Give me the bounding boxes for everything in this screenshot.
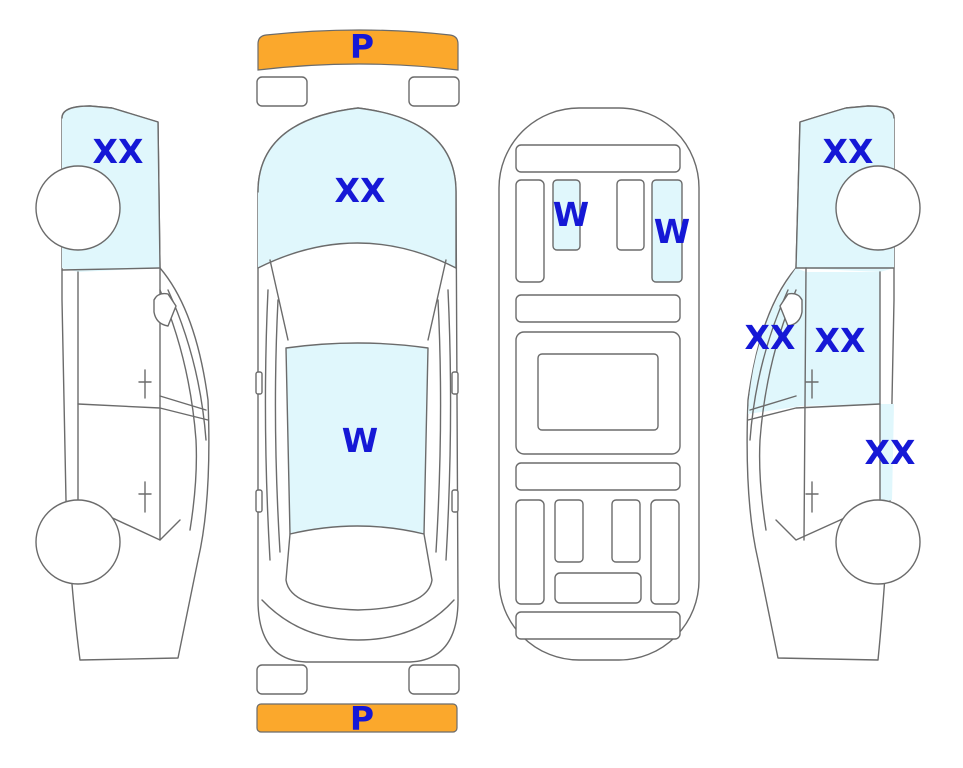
rear-left-corner[interactable] — [256, 664, 308, 695]
front-bumper-label: P — [350, 27, 374, 66]
front-left-corner[interactable] — [256, 76, 308, 107]
roof-label: W — [342, 421, 378, 460]
hood-label: XX — [335, 171, 386, 210]
front-bumper[interactable] — [257, 29, 459, 71]
rear-bumper-group: P — [256, 699, 458, 738]
roof-panel[interactable] — [286, 343, 428, 534]
floor-front-right-panel[interactable] — [652, 180, 682, 282]
right-front-door-panel[interactable] — [802, 272, 880, 406]
hood-panel[interactable] — [258, 108, 456, 268]
right-front-fender-label: XX — [823, 132, 874, 171]
right-rear-quarter-panel[interactable] — [880, 404, 894, 502]
car-right-side-view: XX XX XX XX — [745, 105, 921, 661]
left-front-fender-label: XX — [93, 132, 144, 171]
right-rear-quarter-label: XX — [865, 433, 916, 472]
front-bumper-group: P — [257, 27, 459, 71]
floor-front-right-label: W — [654, 212, 690, 251]
left-rear-wheel[interactable] — [35, 499, 121, 585]
right-front-door-edge-label: XX — [745, 318, 796, 357]
floor-front-left-label: W — [553, 195, 589, 234]
front-right-corner[interactable] — [408, 76, 460, 107]
car-top-view: XX W — [255, 107, 459, 663]
right-front-door-label: XX — [815, 321, 866, 360]
car-floor-view: W W — [498, 107, 700, 661]
rear-bumper-label: P — [350, 699, 374, 738]
car-left-side-view: XX — [35, 105, 210, 661]
left-front-wheel[interactable] — [35, 165, 121, 251]
floor-front-left-panel[interactable] — [553, 180, 580, 250]
rear-bumper[interactable] — [256, 703, 458, 733]
right-front-wheel[interactable] — [835, 165, 921, 251]
right-rear-wheel[interactable] — [835, 499, 921, 585]
rear-right-corner[interactable] — [408, 664, 460, 695]
